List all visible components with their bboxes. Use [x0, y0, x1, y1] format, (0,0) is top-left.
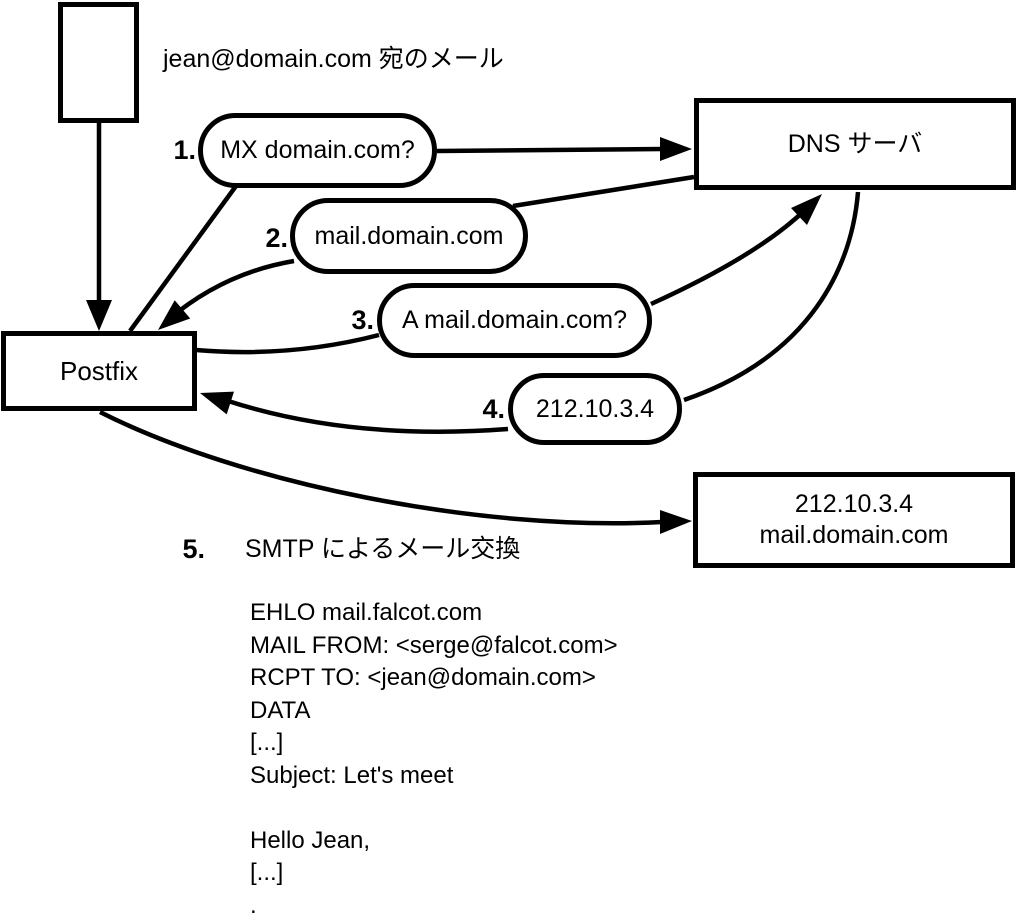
arrow-a-query-to-dns: [650, 208, 807, 307]
step-number-2: 2.: [265, 223, 288, 253]
arrow-dns-to-a-answer: [683, 191, 861, 403]
step-number-4: 4.: [482, 394, 505, 424]
smtp-session-transcript: EHLO mail.falcot.com MAIL FROM: <serge@f…: [250, 597, 618, 919]
smtp-line: DATA: [250, 696, 311, 724]
pill-mx-query-label: MX domain.com?: [220, 136, 415, 164]
smtp-line: Subject: Let's meet: [250, 761, 454, 789]
mailserver-node: 212.10.3.4 mail.domain.com: [693, 472, 1015, 568]
arrow-mx-answer-to-postfix: [166, 258, 295, 322]
postfix-label: Postfix: [59, 355, 139, 386]
mailserver-ip: 212.10.3.4: [794, 490, 914, 518]
pill-a-answer-label: 212.10.3.4: [535, 394, 655, 423]
arrow-dns-to-mx-answer: [512, 174, 695, 209]
dns-server-label: DNS サーバ: [787, 129, 923, 158]
arrowhead-a-query-to-dns: [791, 194, 822, 225]
pill-mx-answer: mail.domain.com: [290, 198, 528, 274]
pill-mx-answer-label: mail.domain.com: [314, 221, 504, 250]
arrow-postfix-to-a-query: [195, 332, 380, 355]
smtp-line: RCPT TO: <jean@domain.com>: [250, 664, 596, 691]
smtp-line: [250, 792, 618, 825]
arrow-postfix-to-mx-query: [128, 184, 238, 333]
smtp-exchange-caption: SMTP によるメール交換: [245, 535, 521, 563]
dns-server-node: DNS サーバ: [694, 98, 1016, 190]
arrowhead-a-answer-to-postfix: [200, 391, 234, 415]
pill-mx-query: MX domain.com?: [198, 113, 437, 188]
smtp-line: Hello Jean,: [250, 826, 371, 854]
smtp-line: [...]: [250, 729, 284, 756]
step-number-1: 1.: [173, 135, 196, 165]
arrowhead-mx-answer-to-postfix: [158, 300, 191, 330]
smtp-line: MAIL FROM: <serge@falcot.com>: [250, 631, 618, 659]
pill-a-query: A mail.domain.com?: [377, 283, 652, 358]
arrowhead-sender-to-postfix: [86, 300, 112, 331]
postfix-node: Postfix: [1, 331, 197, 411]
arrow-mx-query-to-dns: [436, 146, 664, 154]
step-number-3: 3.: [351, 305, 374, 335]
smtp-line: [...]: [250, 859, 284, 886]
arrowhead-postfix-to-mailserver: [660, 510, 692, 534]
arrowhead-mx-query-to-dns: [660, 137, 692, 161]
arrow-postfix-to-mailserver: [98, 409, 663, 526]
smtp-line: .: [250, 891, 257, 919]
pill-a-query-label: A mail.domain.com?: [401, 306, 628, 334]
smtp-line: EHLO mail.falcot.com: [250, 599, 483, 626]
mail-destination-caption: jean@domain.com 宛のメール: [163, 45, 504, 73]
sender-node: [58, 2, 139, 123]
arrow-a-answer-to-postfix: [224, 397, 509, 434]
pill-a-answer: 212.10.3.4: [508, 373, 682, 445]
mailserver-hostname: mail.domain.com: [759, 521, 949, 549]
step-number-5: 5.: [182, 534, 205, 564]
